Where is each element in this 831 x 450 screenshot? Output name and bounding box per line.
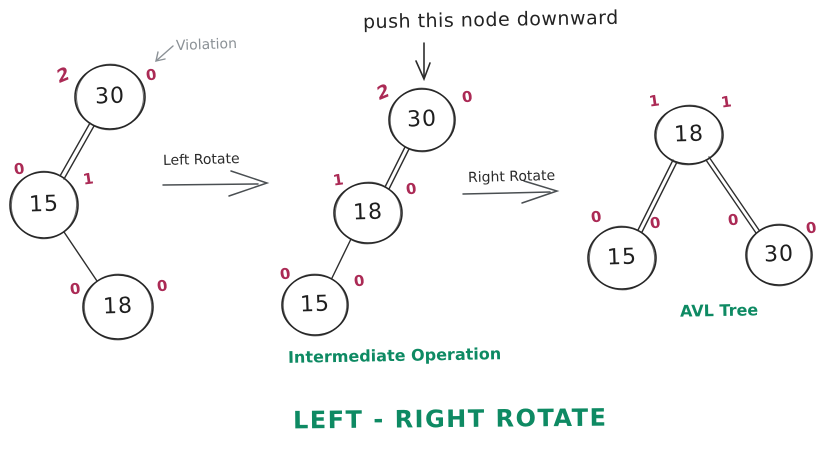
tree1-node-15-value: 15 [28,191,60,218]
left-rotate-arrow [162,170,270,197]
node-circle-sketch [282,273,348,337]
arrow-shaft [462,191,551,195]
tree2-node-circles [281,87,456,337]
right-rotate-arrow [462,180,560,204]
left-rotate-label: Left Rotate [162,151,240,170]
push-node-label: push this node downward [362,6,619,34]
arrow-head [521,180,560,204]
tree2-node-15-value: 15 [299,291,331,318]
tree1-node-18-value: 18 [102,293,134,320]
node-circle [74,64,146,130]
node-circle-sketch [588,225,656,291]
node-circle [82,274,154,340]
tree-edge [637,159,674,231]
tree3-node-circles [587,104,813,291]
violation-label: Violation [175,35,238,55]
tree1-node-30-value: 30 [94,83,126,110]
arrow-head [228,170,270,197]
tree1-edges [59,122,98,282]
node-circle-sketch [10,170,78,240]
tree-edge-sketch [641,161,678,233]
right-rotate-label: Right Rotate [467,167,556,187]
page-title: LEFT - RIGHT ROTATE [292,403,608,435]
push-down-arrow [415,42,431,82]
node-circle-sketch [83,273,153,341]
node-circle [9,171,79,239]
arrow-head [155,51,166,62]
arrow-shaft [155,45,174,62]
node-circle-sketch [334,181,402,245]
tree2-node-30-value: 30 [406,106,438,133]
arrow-head [415,60,431,82]
tree1-node-circles [9,63,154,341]
node-circle [587,226,657,290]
tree3-edges [637,156,760,234]
node-circle [281,274,349,336]
node-circle-sketch [746,223,812,287]
tree-edge [384,146,406,188]
tree-edge [708,156,760,231]
tree2-node-18-value: 18 [352,199,384,226]
node-circle [654,105,724,165]
tree-edge [331,238,352,279]
tree-edge [59,122,91,177]
tree3-node-18-value: 18 [673,121,705,148]
arrow-shaft [162,183,259,186]
tree3-node-30-value: 30 [763,241,795,268]
tree-edge-sketch [63,125,95,180]
avl-tree-caption: AVL Tree [679,300,759,321]
tree-edge [63,231,98,282]
violation-pointer-arrow [155,45,174,62]
node-circle-sketch [75,63,145,131]
node-circle [388,88,456,152]
tree2-edges [331,146,410,279]
node-circle-sketch [389,87,455,153]
tree-edge-sketch [705,159,757,234]
node-circle [333,182,403,244]
tree3-node-15-value: 15 [606,244,638,271]
node-circle-sketch [655,104,723,166]
intermediate-caption: Intermediate Operation [287,344,502,367]
node-circle [745,224,813,286]
tree-edge-sketch [388,148,410,190]
